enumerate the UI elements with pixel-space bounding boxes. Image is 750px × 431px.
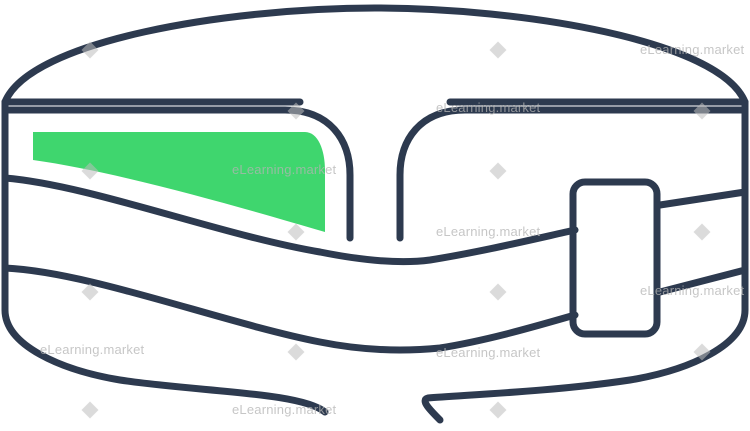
strap-lower-right [656,266,749,296]
strap-upper-right [656,188,749,209]
strap-upper [1,174,579,266]
headset-left-side [1,98,329,416]
headset-top-outline [1,4,749,106]
strap-lower [1,264,579,354]
left-lens-frame [1,98,354,242]
headset-right-side [421,98,749,424]
strap-buckle [569,178,661,338]
right-lens-frame [396,106,749,242]
lens-highlight [33,132,325,232]
